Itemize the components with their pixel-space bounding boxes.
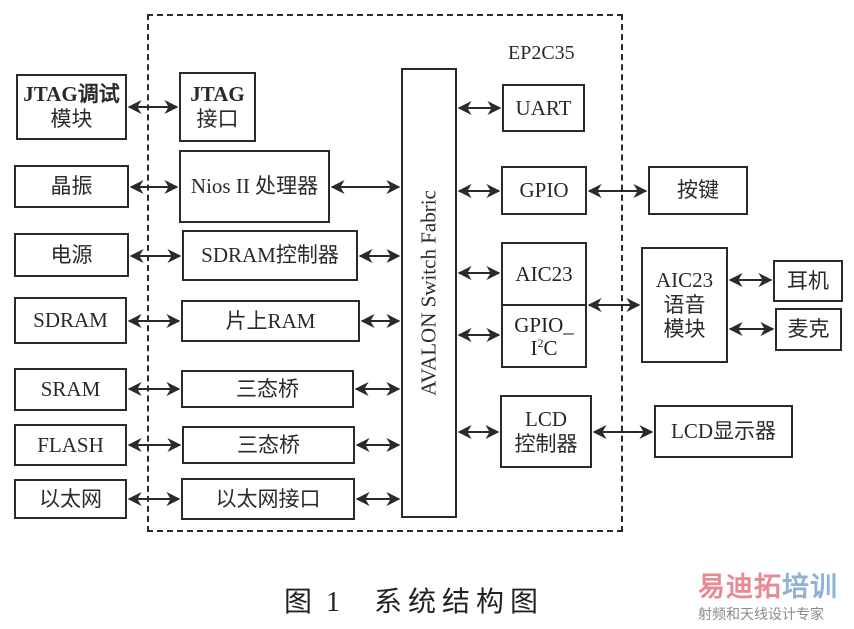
- jtag-interface-box: JTAG 接口: [179, 72, 256, 142]
- caption-number: 1: [326, 587, 347, 618]
- aic23-module-line2: 语音: [663, 292, 706, 317]
- watermark-logo: 易迪拓培训 射频和天线设计专家: [698, 574, 848, 624]
- caption-prefix: 图: [284, 587, 319, 618]
- gpio-i2c-box: GPIO_ I2C: [503, 306, 585, 368]
- ethernet-box: 以太网: [14, 479, 127, 519]
- avalon-bus-label: AVALON Switch Fabric: [416, 190, 441, 396]
- aic23-module-line3: 模块: [663, 317, 706, 342]
- aic23-interface-label: AIC23: [515, 261, 573, 286]
- watermark-brand-part2: 培训: [782, 572, 838, 603]
- jtag-debug-module: JTAG调试 模块: [16, 74, 127, 140]
- lcd-display-label: LCD显示器: [671, 419, 776, 444]
- tristate-bridge-flash-box: 三态桥: [182, 426, 355, 464]
- lcd-controller-line1: LCD: [525, 406, 567, 431]
- fpga-boundary: [147, 14, 623, 532]
- tristate-bridge-sram-box: 三态桥: [181, 370, 354, 408]
- tristate-bridge-sram-label: 三态桥: [236, 376, 299, 401]
- sdram-label: SDRAM: [33, 308, 108, 333]
- microphone-box: 麦克: [775, 308, 842, 351]
- onchip-ram-label: 片上RAM: [225, 308, 316, 333]
- onchip-ram-box: 片上RAM: [181, 300, 360, 342]
- ethernet-interface-label: 以太网接口: [215, 486, 321, 511]
- watermark-tagline: 射频和天线设计专家: [698, 607, 824, 623]
- tristate-bridge-flash-label: 三态桥: [237, 432, 300, 457]
- gpio-box: GPIO: [501, 166, 587, 215]
- watermark-brand: 易迪拓培训: [698, 574, 848, 601]
- uart-box: UART: [502, 84, 585, 132]
- power-box: 电源: [14, 233, 129, 277]
- aic23-gpio-i2c-group: AIC23 GPIO_ I2C: [501, 242, 587, 368]
- watermark-brand-part1: 易迪拓: [698, 572, 782, 603]
- avalon-switch-fabric: AVALON Switch Fabric: [401, 68, 457, 518]
- fpga-label: EP2C35: [508, 42, 575, 64]
- flash-box: FLASH: [14, 424, 127, 466]
- i2c-base: I: [530, 336, 538, 360]
- sram-box: SRAM: [14, 368, 127, 411]
- nios-processor-label: Nios II 处理器: [190, 174, 319, 199]
- aic23-interface-box: AIC23: [503, 244, 585, 306]
- crystal-label: 晶振: [50, 174, 93, 199]
- jtag-debug-line1: JTAG调试: [23, 82, 120, 107]
- headphone-box: 耳机: [773, 260, 843, 302]
- uart-label: UART: [515, 95, 572, 120]
- jtag-interface-line2: 接口: [196, 107, 239, 131]
- caption-title: 系统结构图: [374, 587, 545, 618]
- lcd-controller-line2: 控制器: [514, 431, 578, 456]
- sdram-controller-box: SDRAM控制器: [182, 230, 358, 281]
- keys-box: 按键: [648, 166, 748, 215]
- sdram-controller-label: SDRAM控制器: [201, 243, 339, 268]
- sdram-box: SDRAM: [14, 297, 127, 344]
- aic23-voice-module-box: AIC23 语音 模块: [641, 247, 728, 363]
- microphone-label: 麦克: [787, 317, 830, 342]
- ethernet-interface-box: 以太网接口: [181, 478, 355, 520]
- lcd-controller-box: LCD 控制器: [500, 395, 592, 468]
- aic23-module-line1: AIC23: [655, 267, 714, 292]
- power-label: 电源: [50, 242, 93, 267]
- headphone-label: 耳机: [787, 268, 829, 293]
- nios-processor-box: Nios II 处理器: [179, 150, 330, 223]
- sram-label: SRAM: [40, 377, 101, 402]
- jtag-debug-line2: 模块: [50, 107, 93, 131]
- keys-label: 按键: [677, 178, 719, 203]
- lcd-display-box: LCD显示器: [654, 405, 793, 458]
- ethernet-label: 以太网: [39, 486, 102, 511]
- gpio-label: GPIO: [519, 178, 569, 203]
- jtag-interface-line1: JTAG: [190, 82, 245, 107]
- flash-label: FLASH: [37, 432, 104, 457]
- i2c-superscript: 2: [537, 336, 544, 350]
- gpio-i2c-line2: I2C: [530, 336, 558, 360]
- crystal-box: 晶振: [14, 165, 129, 208]
- gpio-i2c-line1: GPIO_: [514, 312, 574, 337]
- i2c-tail: C: [543, 336, 558, 360]
